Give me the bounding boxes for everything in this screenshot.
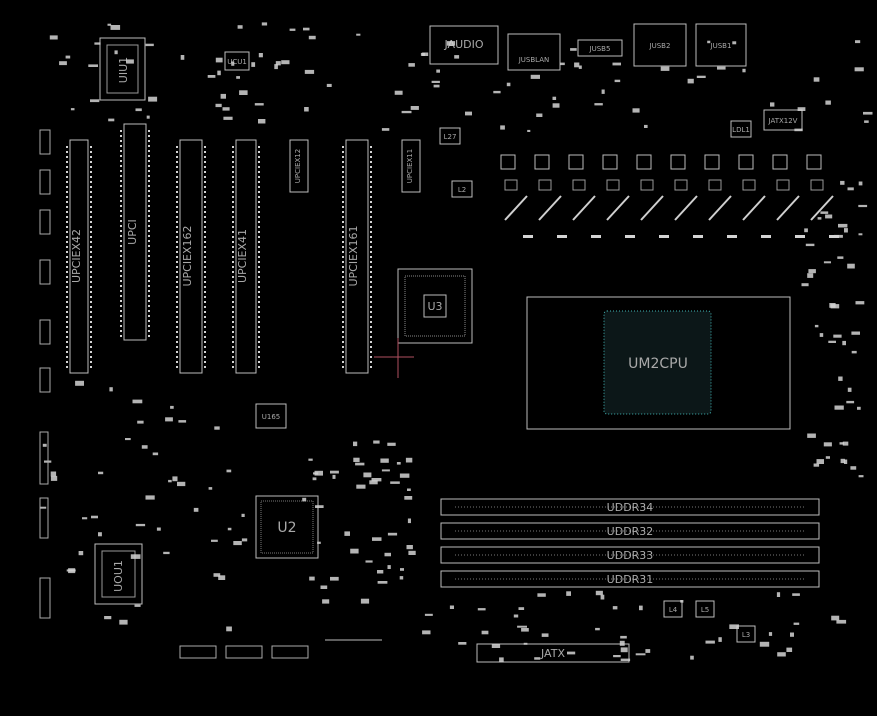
io-chip-top-left[interactable]: UIU1: [99, 37, 146, 101]
usb-c-label: JUSB1: [710, 42, 732, 50]
dimm-slot-uddr31[interactable]: UDDR31: [440, 570, 820, 588]
sio-label: U2: [277, 520, 296, 536]
atx-power-connector[interactable]: JATX: [476, 643, 630, 663]
slot-contact-pads: [66, 130, 372, 368]
inductor-l3: L3: [736, 625, 756, 643]
slot-label: UPCIEX161: [347, 225, 360, 286]
inductor-l5: L5: [695, 600, 715, 618]
bios-label: U165: [262, 413, 280, 421]
svg-text:L5: L5: [701, 606, 709, 614]
dimm-label: UDDR34: [607, 501, 654, 514]
svg-text:L3: L3: [742, 631, 750, 639]
bios-chip[interactable]: U165: [255, 403, 287, 429]
inductor-ldl1: LDL1: [730, 120, 752, 138]
cpu-socket[interactable]: UM2CPU: [526, 296, 791, 430]
pcie-slot-x1-2[interactable]: UPCIEX12: [289, 139, 309, 193]
inductor-l4: L4: [663, 600, 683, 618]
slot-label: UPCIEX12: [294, 149, 302, 183]
pch-label: U3: [427, 300, 442, 313]
slot-label: UPCIEX162: [181, 225, 194, 286]
usb-connector-c[interactable]: JUSB1: [695, 23, 747, 67]
cpu-label: UM2CPU: [628, 356, 688, 372]
vrm-phase-array: [500, 154, 839, 238]
svg-text:L2: L2: [458, 186, 466, 194]
dimm-slot-uddr32[interactable]: UDDR32: [440, 522, 820, 540]
dimm-label: UDDR33: [607, 549, 654, 562]
atx-label: JATX: [540, 647, 565, 660]
svg-text:L4: L4: [669, 606, 678, 614]
dimm-slot-uddr34[interactable]: UDDR34: [440, 498, 820, 516]
pch-chip[interactable]: U3: [397, 268, 473, 344]
usb-b-label: JUSB2: [649, 42, 671, 50]
pcie-slot-x16-1[interactable]: UPCIEX161: [345, 139, 369, 374]
io-chip-bottom-left[interactable]: UOU1: [94, 543, 143, 605]
ucu1-label: UCU1: [227, 58, 247, 66]
pcie-slot-x1-1[interactable]: UPCIEX11: [401, 139, 421, 193]
pci-slot[interactable]: UPCI: [123, 123, 147, 341]
slot-label: UPCIEX42: [70, 229, 83, 283]
pcie-slot-x4-2[interactable]: UPCIEX42: [69, 139, 89, 374]
svg-text:L27: L27: [444, 133, 457, 141]
pcie-slot-x4-1[interactable]: UPCIEX41: [235, 139, 257, 374]
usb-a-label: JUSB5: [589, 45, 611, 53]
atx12v-label: JATX12V: [768, 117, 798, 125]
small-components: [39, 22, 873, 663]
atx12v-connector[interactable]: JATX12V: [763, 109, 803, 131]
slot-label: UPCIEX41: [236, 229, 249, 283]
usb-lan-connector[interactable]: JUSBLAN: [507, 33, 561, 71]
io-bottom-left-label: UOU1: [112, 560, 125, 592]
slot-label: UPCIEX11: [406, 149, 414, 183]
audio-connector[interactable]: JAUDIO: [429, 25, 499, 65]
ucu1-chip[interactable]: UCU1: [224, 51, 250, 71]
dimm-label: UDDR32: [607, 525, 654, 538]
svg-text:LDL1: LDL1: [732, 126, 750, 134]
usb-lan-label: JUSBLAN: [518, 56, 550, 64]
slot-label: UPCI: [126, 219, 139, 245]
usb-connector-a[interactable]: JUSB5: [577, 39, 623, 57]
dimm-label: UDDR31: [607, 573, 654, 586]
pcie-slot-x16-2[interactable]: UPCIEX162: [179, 139, 203, 374]
usb-connector-b[interactable]: JUSB2: [633, 23, 687, 67]
dimm-slot-uddr33[interactable]: UDDR33: [440, 546, 820, 564]
super-io-chip[interactable]: U2: [255, 495, 319, 559]
inductor-l27: L27: [439, 127, 461, 145]
inductor-l2: L2: [451, 180, 473, 198]
